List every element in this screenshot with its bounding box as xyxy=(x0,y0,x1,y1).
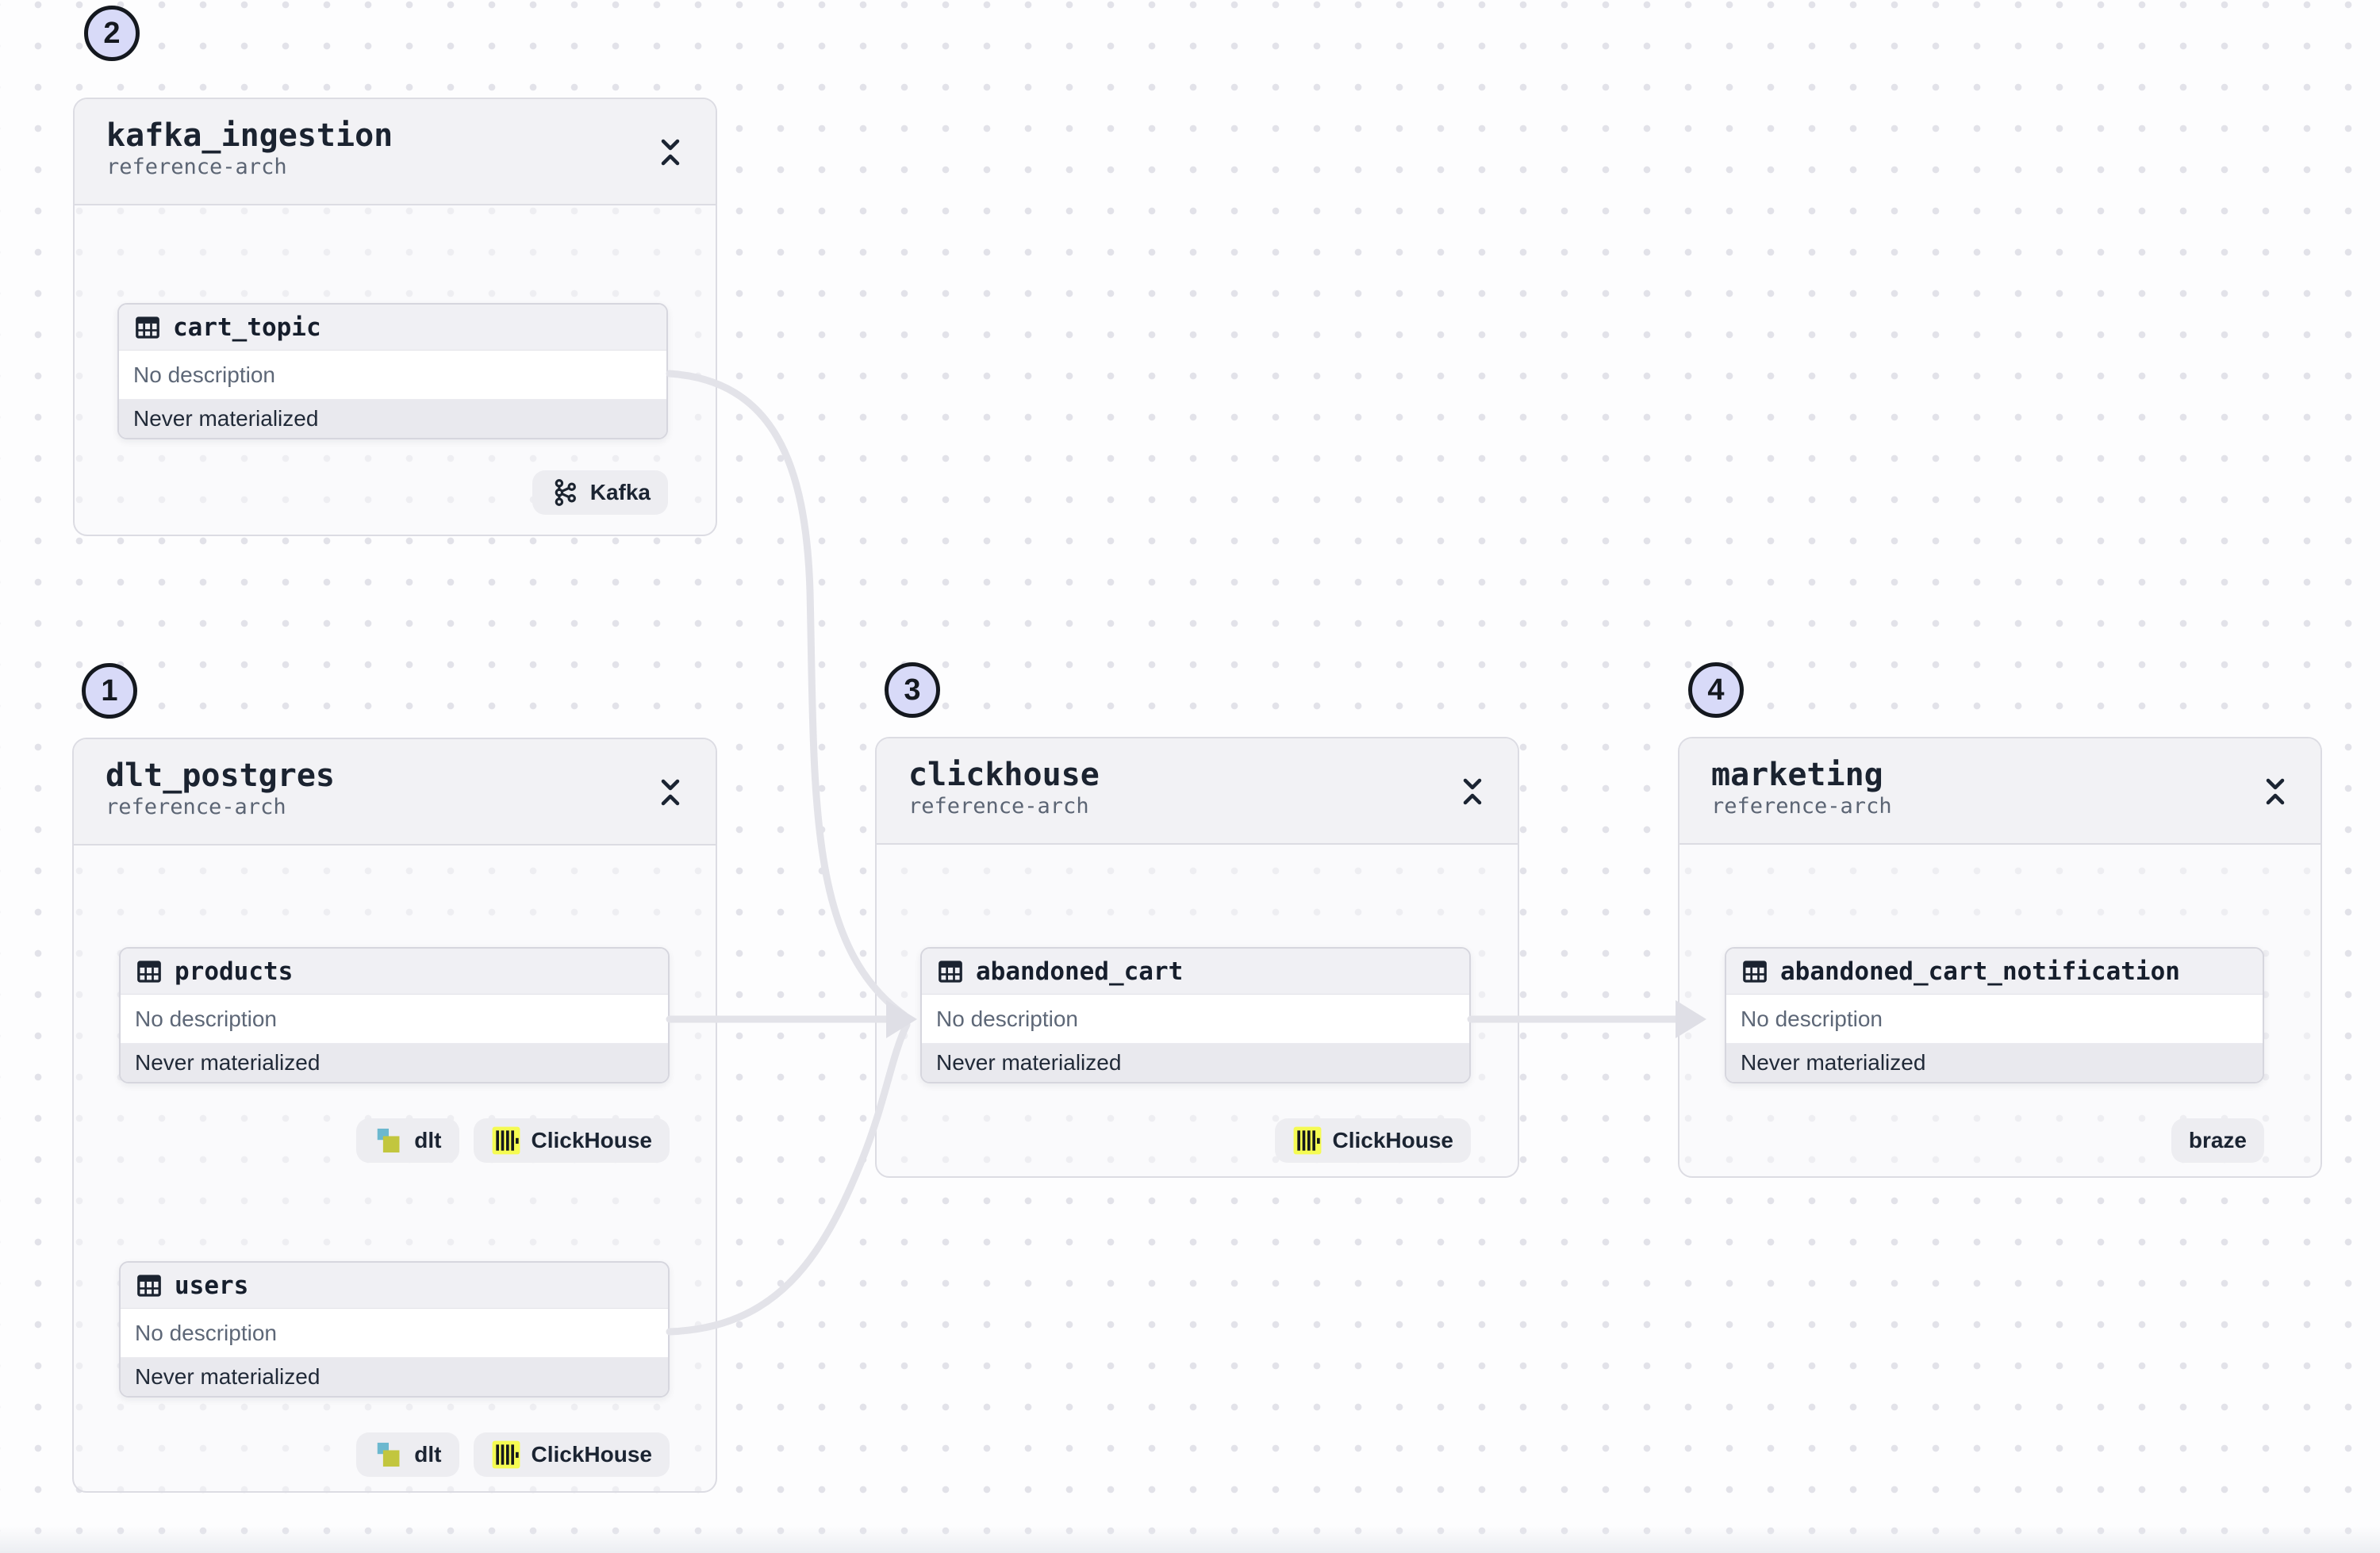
asset-status: Never materialized xyxy=(121,1044,668,1082)
dlt-icon xyxy=(374,1440,404,1470)
kafka-icon xyxy=(550,477,580,508)
asset-status: Never materialized xyxy=(121,1358,668,1396)
table-icon xyxy=(1743,960,1767,983)
asset-node-users[interactable]: users No description Never materialized xyxy=(119,1261,670,1398)
kind-tags-row: braze xyxy=(1725,1118,2264,1163)
kind-tag-braze[interactable]: braze xyxy=(2171,1118,2264,1163)
kind-tag-clickhouse[interactable]: ClickHouse xyxy=(1274,1118,1471,1163)
kind-tag-label: ClickHouse xyxy=(531,1128,653,1152)
kind-tag-label: dlt xyxy=(414,1442,442,1467)
collapse-button[interactable] xyxy=(657,773,684,812)
step-badge-4: 4 xyxy=(1688,662,1744,718)
kind-tag-dlt[interactable]: dlt xyxy=(356,1118,459,1163)
kind-tag-label: ClickHouse xyxy=(1332,1128,1454,1152)
table-icon xyxy=(137,1274,161,1297)
asset-name: users xyxy=(175,1271,249,1300)
asset-description: No description xyxy=(121,1309,668,1358)
clickhouse-icon xyxy=(1292,1125,1322,1156)
kind-tag-label: dlt xyxy=(414,1128,442,1152)
group-header[interactable]: marketing reference-arch xyxy=(1679,738,2320,845)
group-header[interactable]: clickhouse reference-arch xyxy=(877,738,1518,845)
group-kafka-ingestion: kafka_ingestion reference-arch cart_topi… xyxy=(73,98,717,536)
asset-description: No description xyxy=(1726,995,2263,1044)
collapse-vertical-icon xyxy=(2266,778,2285,805)
step-badge-1: 1 xyxy=(82,663,137,719)
step-badge-3: 3 xyxy=(885,662,940,718)
table-icon xyxy=(136,316,159,339)
kind-tag-kafka[interactable]: Kafka xyxy=(532,470,668,515)
group-title: dlt_postgres xyxy=(106,757,335,794)
kind-tag-label: ClickHouse xyxy=(531,1442,653,1467)
collapse-vertical-icon xyxy=(1463,778,1482,805)
kind-tags-row: dlt ClickHouse xyxy=(119,1432,670,1477)
asset-description: No description xyxy=(119,351,666,400)
group-title: clickhouse xyxy=(908,757,1100,793)
kind-tag-label: braze xyxy=(2188,1128,2247,1152)
group-clickhouse: clickhouse reference-arch abandoned_cart xyxy=(875,737,1519,1178)
asset-name: products xyxy=(175,957,294,986)
asset-header: products xyxy=(121,949,668,995)
group-subtitle: reference-arch xyxy=(106,155,287,179)
group-header[interactable]: kafka_ingestion reference-arch xyxy=(75,99,716,205)
asset-name: abandoned_cart_notification xyxy=(1780,957,2180,986)
group-subtitle: reference-arch xyxy=(106,795,286,819)
group-title: kafka_ingestion xyxy=(106,117,393,154)
kind-tag-label: Kafka xyxy=(589,480,651,504)
clickhouse-icon xyxy=(491,1440,521,1470)
collapse-button[interactable] xyxy=(657,132,684,172)
asset-header: abandoned_cart_notification xyxy=(1726,949,2263,995)
clickhouse-icon xyxy=(491,1125,521,1156)
kind-tag-clickhouse[interactable]: ClickHouse xyxy=(473,1118,670,1163)
asset-status: Never materialized xyxy=(1726,1044,2263,1082)
kind-tags-row: ClickHouse xyxy=(920,1118,1471,1163)
table-icon xyxy=(137,960,161,983)
asset-name: cart_topic xyxy=(173,313,321,342)
asset-header: abandoned_cart xyxy=(922,949,1469,995)
asset-description: No description xyxy=(922,995,1469,1044)
kind-tags-row: dlt ClickHouse xyxy=(119,1118,670,1163)
asset-header: cart_topic xyxy=(119,305,666,351)
group-subtitle: reference-arch xyxy=(908,794,1089,819)
asset-status: Never materialized xyxy=(119,400,666,438)
table-icon xyxy=(939,960,962,983)
asset-node-abandoned-cart-notification[interactable]: abandoned_cart_notification No descripti… xyxy=(1725,947,2264,1083)
group-header[interactable]: dlt_postgres reference-arch xyxy=(74,739,716,846)
asset-name: abandoned_cart xyxy=(976,957,1184,986)
kind-tag-clickhouse[interactable]: ClickHouse xyxy=(473,1432,670,1477)
dlt-icon xyxy=(374,1125,404,1156)
collapse-button[interactable] xyxy=(1459,772,1486,811)
collapse-vertical-icon xyxy=(661,139,680,166)
asset-status: Never materialized xyxy=(922,1044,1469,1082)
collapse-button[interactable] xyxy=(2262,772,2289,811)
group-subtitle: reference-arch xyxy=(1711,794,1892,819)
asset-description: No description xyxy=(121,995,668,1044)
group-title: marketing xyxy=(1711,757,1883,793)
kind-tag-dlt[interactable]: dlt xyxy=(356,1432,459,1477)
group-dlt-postgres: dlt_postgres reference-arch products xyxy=(72,738,717,1493)
bottom-fade xyxy=(0,1526,2380,1553)
group-marketing: marketing reference-arch abandoned_cart_… xyxy=(1678,737,2322,1178)
asset-node-products[interactable]: products No description Never materializ… xyxy=(119,947,670,1083)
asset-node-abandoned-cart[interactable]: abandoned_cart No description Never mate… xyxy=(920,947,1471,1083)
collapse-vertical-icon xyxy=(661,779,680,806)
asset-header: users xyxy=(121,1263,668,1309)
asset-node-cart-topic[interactable]: cart_topic No description Never material… xyxy=(117,303,668,439)
step-badge-2: 2 xyxy=(84,6,140,61)
kind-tags-row: Kafka xyxy=(117,470,668,515)
